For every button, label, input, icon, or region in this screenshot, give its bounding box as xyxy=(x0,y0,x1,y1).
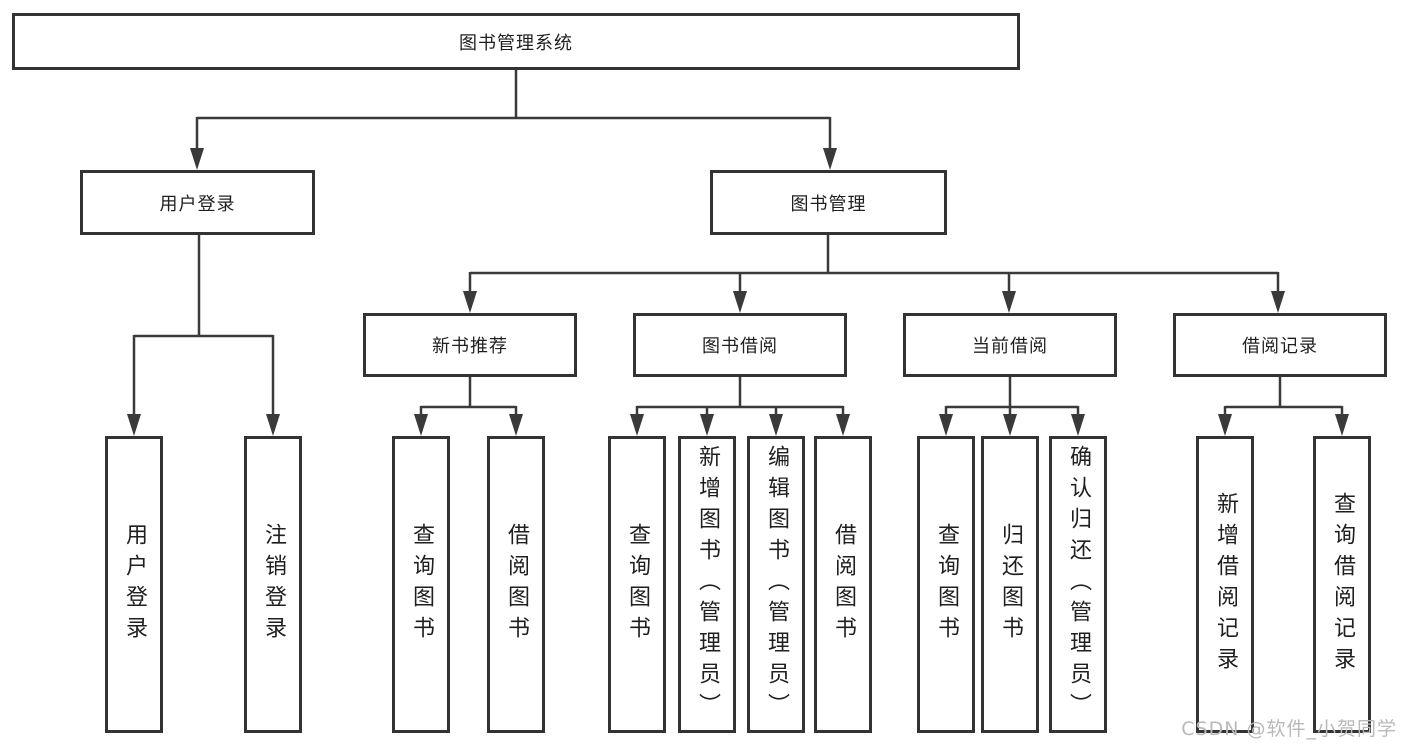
leaf-borrow-book: 借阅图书 xyxy=(814,436,872,733)
leaf-edit-book-admin-label: 编辑图书（管理员） xyxy=(764,445,789,724)
leaf-current-query-book-label: 查询图书 xyxy=(934,522,959,647)
arrow-icon xyxy=(509,414,523,436)
node-new-book-recommend: 新书推荐 xyxy=(363,313,577,377)
arrow-icon xyxy=(1003,414,1017,436)
connector-user-login xyxy=(132,235,275,430)
node-root-label: 图书管理系统 xyxy=(459,32,573,54)
arrow-icon xyxy=(463,291,477,313)
leaf-return-book: 归还图书 xyxy=(981,436,1039,733)
leaf-borrow-book-label: 借阅图书 xyxy=(831,522,856,647)
leaf-query-borrow-record-label: 查询借阅记录 xyxy=(1330,491,1355,678)
watermark: CSDN @软件_小贺同学 xyxy=(1181,718,1397,740)
node-current-borrow-label: 当前借阅 xyxy=(972,336,1048,357)
node-user-login: 用户登录 xyxy=(80,170,315,235)
arrow-icon xyxy=(1271,291,1285,313)
node-new-book-recommend-label: 新书推荐 xyxy=(432,336,508,357)
leaf-user-login: 用户登录 xyxy=(105,436,163,733)
arrow-icon xyxy=(1002,291,1016,313)
node-book-management-label: 图书管理 xyxy=(790,193,867,215)
connector-borrow-records xyxy=(1223,377,1344,430)
leaf-recommend-query-book: 查询图书 xyxy=(392,436,450,733)
leaf-recommend-borrow-book-label: 借阅图书 xyxy=(504,522,529,647)
arrow-icon xyxy=(823,148,837,170)
connector-book-borrow xyxy=(635,377,845,430)
leaf-logout-label: 注销登录 xyxy=(261,522,286,647)
leaf-query-borrow-record: 查询借阅记录 xyxy=(1313,436,1371,733)
arrow-icon xyxy=(266,414,280,436)
node-borrow-records-label: 借阅记录 xyxy=(1242,336,1318,357)
leaf-current-query-book: 查询图书 xyxy=(917,436,975,733)
node-book-management: 图书管理 xyxy=(710,170,947,235)
arrow-icon xyxy=(414,414,428,436)
leaf-add-book-admin-label: 新增图书（管理员） xyxy=(695,445,720,724)
leaf-add-borrow-record-label: 新增借阅记录 xyxy=(1213,491,1238,678)
node-root: 图书管理系统 xyxy=(12,13,1020,70)
leaf-add-borrow-record: 新增借阅记录 xyxy=(1196,436,1254,733)
node-current-borrow: 当前借阅 xyxy=(903,313,1117,377)
node-user-login-label: 用户登录 xyxy=(159,193,236,215)
arrow-icon xyxy=(127,414,141,436)
leaf-user-login-label: 用户登录 xyxy=(122,522,147,647)
leaf-edit-book-admin: 编辑图书（管理员） xyxy=(747,436,805,733)
leaf-add-book-admin: 新增图书（管理员） xyxy=(678,436,736,733)
leaf-logout: 注销登录 xyxy=(244,436,302,733)
leaf-return-book-label: 归还图书 xyxy=(998,522,1023,647)
arrow-icon xyxy=(1218,414,1232,436)
connector-current-borrow xyxy=(944,377,1080,430)
arrow-icon xyxy=(190,148,204,170)
arrow-icon xyxy=(1335,414,1349,436)
arrow-icon xyxy=(836,414,850,436)
node-borrow-records: 借阅记录 xyxy=(1173,313,1387,377)
arrow-icon xyxy=(1071,414,1085,436)
connector-book-management xyxy=(468,235,1280,307)
leaf-borrow-query-book: 查询图书 xyxy=(608,436,666,733)
node-book-borrow-label: 图书借阅 xyxy=(702,336,778,357)
leaf-recommend-query-book-label: 查询图书 xyxy=(409,522,434,647)
leaf-confirm-return-admin-label: 确认归还（管理员） xyxy=(1066,445,1091,724)
arrow-icon xyxy=(769,414,783,436)
leaf-borrow-query-book-label: 查询图书 xyxy=(625,522,650,647)
arrow-icon xyxy=(939,414,953,436)
arrow-icon xyxy=(630,414,644,436)
arrow-icon xyxy=(700,414,714,436)
leaf-recommend-borrow-book: 借阅图书 xyxy=(487,436,545,733)
connector-root xyxy=(195,70,832,164)
leaf-confirm-return-admin: 确认归还（管理员） xyxy=(1049,436,1107,733)
node-book-borrow: 图书借阅 xyxy=(633,313,847,377)
connector-new-book-recommend xyxy=(419,377,518,430)
arrow-icon xyxy=(733,291,747,313)
